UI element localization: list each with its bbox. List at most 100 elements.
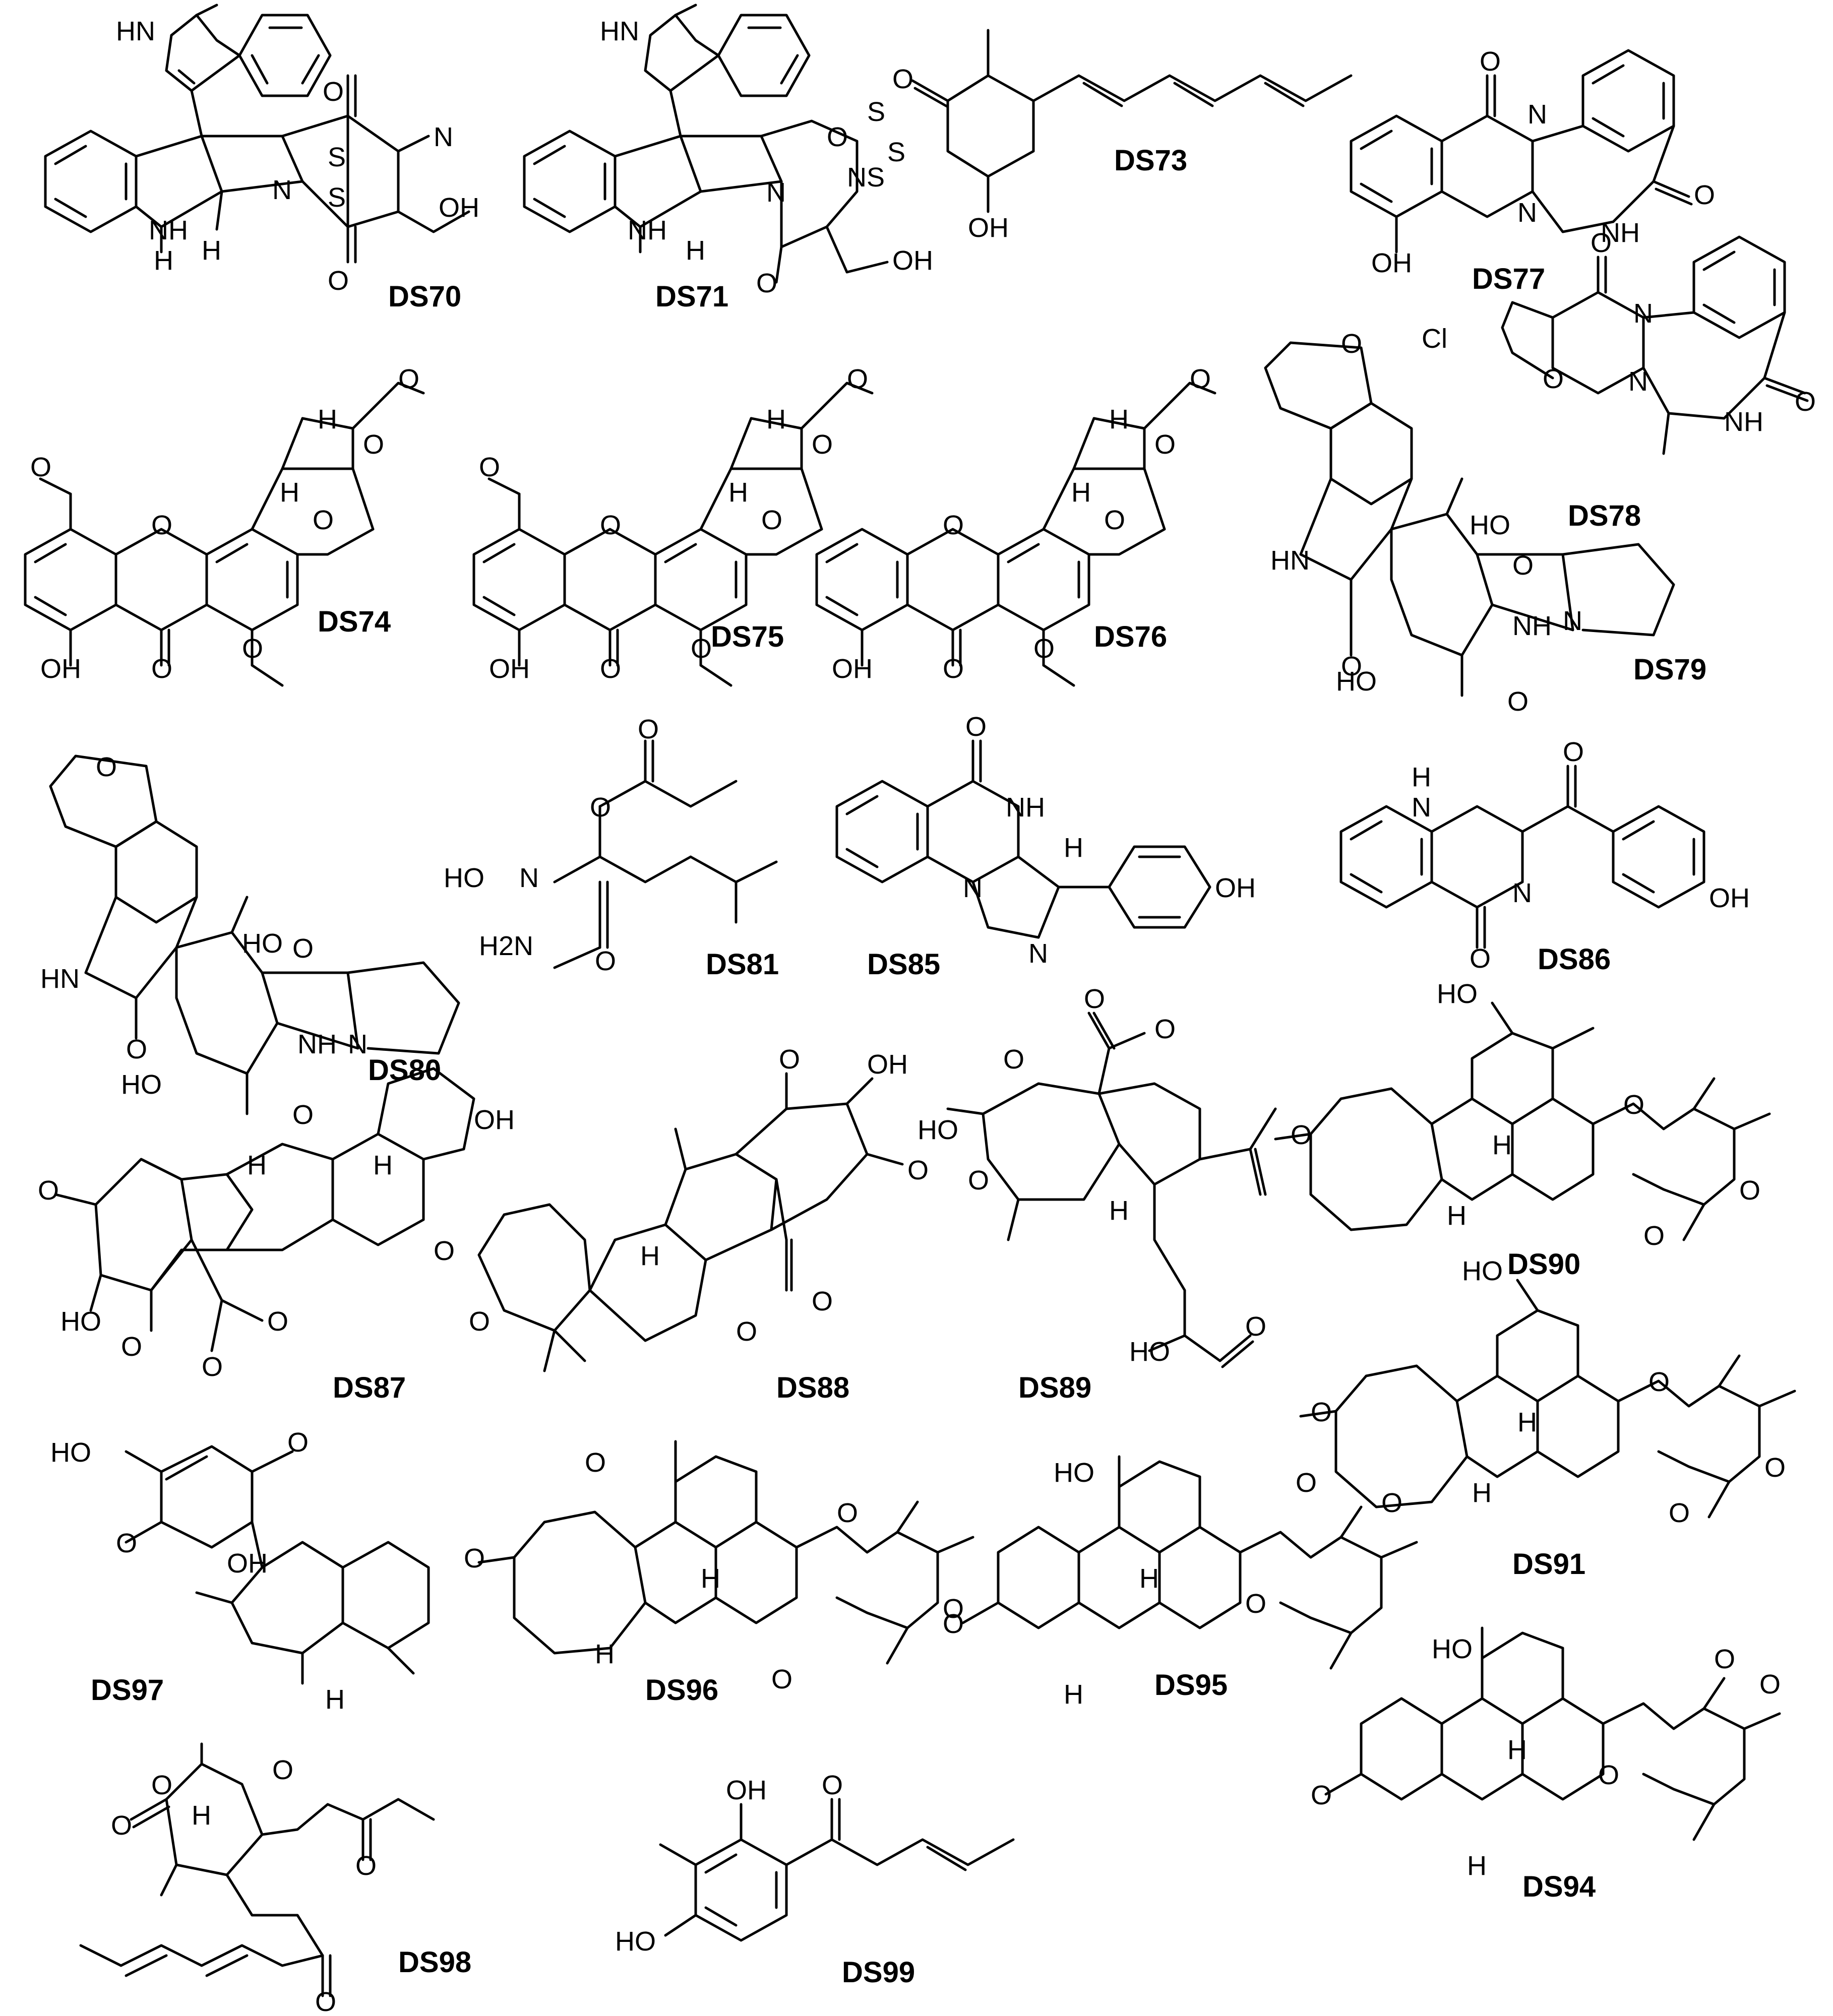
atom-n: N [766, 177, 786, 208]
atom-oh: OH [474, 1105, 515, 1135]
atom-labels-ds87: OH H H O HO O O O [38, 1105, 515, 1382]
compound-label-ds88: DS88 [776, 1371, 850, 1404]
atom-o: O [1084, 984, 1105, 1014]
atom-o: O [151, 510, 172, 540]
atom-n: N [1412, 792, 1431, 823]
atom-labels-ds71: HN S O S NS N NH H O OH [600, 16, 933, 298]
atom-hn: HN [600, 16, 639, 46]
atom-o: O [434, 1236, 455, 1266]
atom-o: O [38, 1175, 59, 1206]
atom-n: N [1028, 938, 1048, 969]
atom-o: O [313, 505, 334, 535]
atom-o: O [1512, 550, 1534, 581]
atom-o: O [323, 77, 344, 107]
atom-o: O [600, 510, 621, 540]
atom-nh: NH [1006, 792, 1045, 823]
atom-ho: HO [918, 1115, 958, 1145]
compound-label-ds71: DS71 [655, 280, 729, 313]
atom-labels-ds81: O O HO N H2N O [444, 714, 659, 976]
atom-labels-ds76: O H O H O O OH O O [832, 364, 1211, 684]
atom-o: O [355, 1851, 377, 1881]
atom-o: O [242, 634, 263, 664]
compound-label-ds74: DS74 [318, 605, 391, 638]
compound-label-ds75: DS75 [711, 620, 784, 653]
atom-oh: OH [1709, 883, 1750, 913]
structure-ds78 [1501, 235, 1809, 455]
atom-o: O [585, 1447, 606, 1478]
atom-o: O [1669, 1498, 1690, 1528]
atom-labels-ds79: O Cl HN HO O NH N O HO O [1270, 324, 1582, 717]
structure-ds90 [1274, 1001, 1771, 1241]
atom-labels-ds73: O OH [892, 64, 1009, 243]
compound-label-ds76: DS76 [1094, 620, 1168, 653]
compound-label-ds91: DS91 [1512, 1548, 1586, 1581]
atom-o: O [691, 634, 712, 664]
atom-oh: OH [1215, 873, 1256, 903]
atom-labels-ds89: O O O HO O H HO O [918, 984, 1266, 1367]
compound-label-ds98: DS98 [398, 1946, 472, 1979]
atom-o: O [292, 1100, 314, 1130]
atom-o: O [1245, 1311, 1266, 1342]
atom-o: O [464, 1543, 485, 1573]
atom-o: O [1341, 651, 1362, 681]
atom-o: O [1759, 1669, 1781, 1699]
atom-o: O [1543, 364, 1564, 394]
atom-s: S [887, 137, 905, 167]
structure-ds98 [79, 1742, 435, 1997]
compound-label-ds99: DS99 [842, 1956, 915, 1989]
atom-o: O [315, 1987, 336, 2016]
atom-h: H [202, 235, 221, 266]
atom-o: O [822, 1770, 843, 1800]
atom-o: O [1104, 505, 1125, 535]
structure-ds75 [472, 382, 874, 687]
atom-o: O [943, 1594, 964, 1624]
atom-n: N [519, 863, 539, 893]
atom-s: S [328, 182, 346, 213]
compound-label-ds78: DS78 [1568, 499, 1641, 532]
atom-n: N [348, 1029, 368, 1059]
atom-ho: HO [242, 928, 283, 959]
atom-ns: NS [847, 162, 885, 193]
atom-o: O [827, 122, 848, 152]
atom-o: O [812, 429, 833, 460]
atom-labels-ds80: O HN HO O NH N O HO O [40, 752, 368, 1130]
atom-oh: OH [832, 654, 873, 684]
compound-label-ds85: DS85 [867, 948, 941, 981]
atom-o: O [590, 792, 611, 823]
atom-n: N [272, 175, 292, 205]
atom-s: S [328, 142, 346, 172]
atom-h: H [686, 235, 705, 266]
compound-label-ds90: DS90 [1507, 1248, 1581, 1281]
atom-o: O [1598, 1760, 1619, 1790]
structure-ds86 [1339, 765, 1705, 949]
atom-o: O [761, 505, 782, 535]
compound-label-ds70: DS70 [388, 280, 462, 313]
atom-o: O [272, 1755, 293, 1785]
atom-o: O [595, 946, 616, 976]
atom-oh: OH [726, 1775, 767, 1805]
atom-n: N [1517, 198, 1537, 228]
atom-n: N [1528, 99, 1547, 130]
atom-labels-ds91: HO O O H H O O [1311, 1256, 1786, 1528]
atom-labels-ds70: HN O N S S N OH NH H H O [116, 16, 479, 296]
atom-o: O [1623, 1090, 1644, 1120]
atom-oh: OH [867, 1049, 908, 1080]
atom-o: O [398, 364, 419, 394]
structure-ds89 [946, 1012, 1277, 1368]
compound-label-ds81: DS81 [706, 948, 779, 981]
compound-label-ds73: DS73 [1114, 144, 1188, 177]
atom-o: O [151, 1770, 172, 1800]
atom-labels-ds97: HO O O OH H [50, 1427, 345, 1715]
atom-h: H [1109, 404, 1129, 434]
atom-h: H [1071, 477, 1091, 508]
atom-h: H [1507, 1735, 1527, 1765]
atom-h: H [192, 1800, 211, 1831]
atom-o: O [756, 268, 777, 298]
atom-n: N [1633, 298, 1653, 329]
structure-ds95 [961, 1455, 1418, 1670]
atom-h: H [640, 1241, 660, 1271]
atom-o: O [1470, 943, 1491, 974]
